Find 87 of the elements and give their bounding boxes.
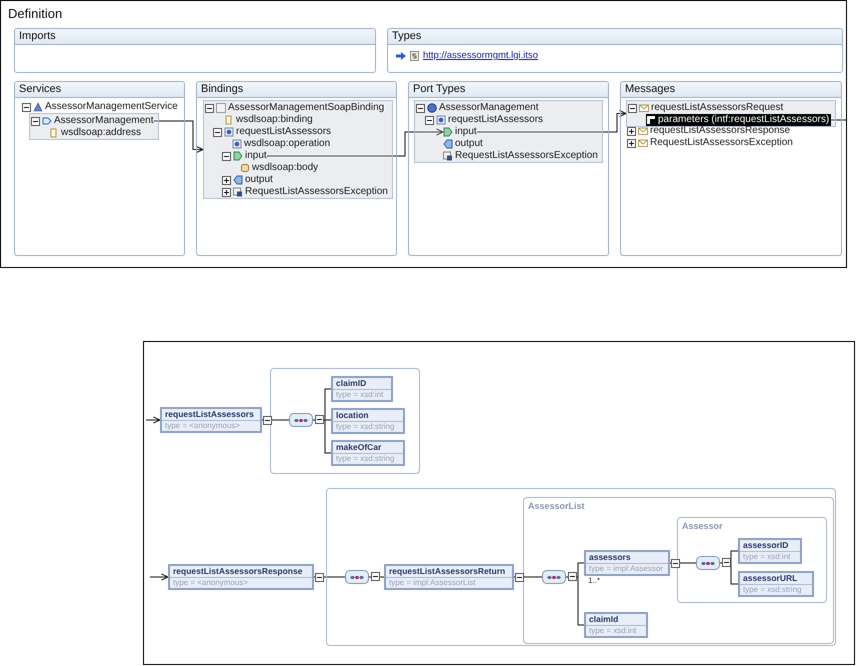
panel	[408, 81, 609, 256]
panel	[14, 81, 185, 256]
connector-line	[266, 128, 444, 156]
connector-line	[146, 416, 160, 424]
type-label: type = xsd:string	[742, 585, 802, 595]
element-name: requestListAssessorsResponse	[170, 566, 312, 578]
tree-item-label: wsdlsoap:body	[252, 162, 318, 174]
type-label: type = xsd:string	[335, 454, 396, 464]
element-box	[160, 407, 262, 433]
tree-item-label: parameters (intf:requestListAssessors)	[658, 114, 830, 126]
element-box	[738, 538, 802, 564]
multiplicity-label: 1..*	[588, 576, 600, 585]
tree-item-label: RequestListAssessorsException	[650, 137, 793, 149]
type-label: type = impl:AssessorList	[388, 578, 476, 588]
element-name: claimId	[586, 614, 646, 626]
sequence-compositor	[696, 556, 720, 570]
panel	[14, 28, 376, 73]
group-box	[326, 488, 836, 646]
panel-title: Imports	[15, 29, 375, 45]
element-box	[331, 376, 393, 402]
tree-item-label: AssessorManagementSoapBinding	[228, 102, 384, 114]
tree-item-label: requestListAssessors	[236, 126, 332, 138]
type-label: type = <anonymous>	[164, 421, 241, 431]
element-name: claimID	[333, 378, 391, 390]
type-label: type = xsd:int	[335, 390, 384, 400]
connector-line	[476, 110, 626, 132]
tree-item-label: AssessorManagement	[54, 115, 154, 127]
element-box	[331, 408, 405, 434]
group-box	[677, 517, 827, 603]
element-name: location	[333, 410, 403, 422]
tree-item-label: wsdlsoap:address	[61, 127, 142, 139]
frame	[0, 0, 847, 268]
panel-title: Port Types	[409, 82, 608, 98]
tree-item-label: output	[245, 174, 273, 186]
connector-line	[153, 120, 204, 153]
tree-item-label: wsdlsoap:operation	[244, 138, 330, 150]
element-box	[584, 550, 670, 576]
tree-item-label: RequestListAssessorsException	[455, 150, 598, 162]
type-label: type = impl:Assessor	[588, 564, 664, 574]
tree-item-label: wsdlsoap:binding	[236, 114, 313, 126]
panel-title: Services	[15, 82, 184, 98]
tree-item-label: input	[455, 126, 477, 138]
panel	[620, 81, 842, 256]
type-label: type = xsd:int	[742, 552, 792, 562]
element-box	[168, 564, 314, 590]
connector-line	[150, 574, 168, 580]
tree-item-label: input	[245, 150, 267, 162]
element-name: requestListAssessors	[162, 409, 260, 421]
frame-title: Definition	[8, 6, 62, 21]
tree-highlight-box	[414, 100, 603, 163]
tree-highlight-box	[626, 100, 836, 127]
element-box	[584, 612, 648, 638]
panel-title: Messages	[621, 82, 841, 98]
group-label: Assessor	[682, 521, 723, 531]
tree-item-label: AssessorManagement	[439, 102, 538, 114]
tree-item-label: requestListAssessorsRequest	[651, 102, 784, 114]
element-box	[384, 564, 514, 590]
panel	[196, 81, 397, 256]
sequence-compositor	[289, 413, 313, 427]
namespace-link: http://assessormgmt.lgi.itso	[423, 50, 538, 61]
group-label: AssessorList	[528, 501, 585, 511]
group-box	[270, 368, 420, 474]
element-box	[331, 440, 405, 466]
element-name: assessors	[586, 552, 668, 564]
element-name: assessorID	[740, 540, 800, 552]
tree-item-label: output	[455, 138, 483, 150]
element-name: requestListAssessorsReturn	[386, 566, 512, 578]
type-label: type = xsd:int	[588, 626, 638, 636]
type-label: type = <anonymous>	[172, 578, 249, 588]
connector-line	[368, 576, 384, 578]
type-label: type = xsd:string	[335, 422, 396, 432]
tree-item-label: requestListAssessors	[448, 114, 544, 126]
element-name: makeOfCar	[333, 442, 403, 454]
element-name: assessorURL	[740, 573, 812, 585]
panel-title: Bindings	[197, 82, 396, 98]
tree-highlight-box	[203, 100, 393, 199]
panel-title: Types	[388, 29, 842, 45]
sequence-compositor	[542, 570, 566, 584]
element-box	[738, 571, 814, 597]
sequence-compositor	[345, 570, 369, 584]
tree-highlight-box	[29, 113, 158, 140]
tree-item-label: AssessorManagementService	[45, 101, 178, 113]
group-box	[523, 497, 834, 644]
frame	[143, 341, 855, 665]
panel	[387, 28, 843, 73]
tree-item-label: requestListAssessorsResponse	[650, 125, 790, 137]
tree-item-label: RequestListAssessorsException	[245, 186, 388, 198]
